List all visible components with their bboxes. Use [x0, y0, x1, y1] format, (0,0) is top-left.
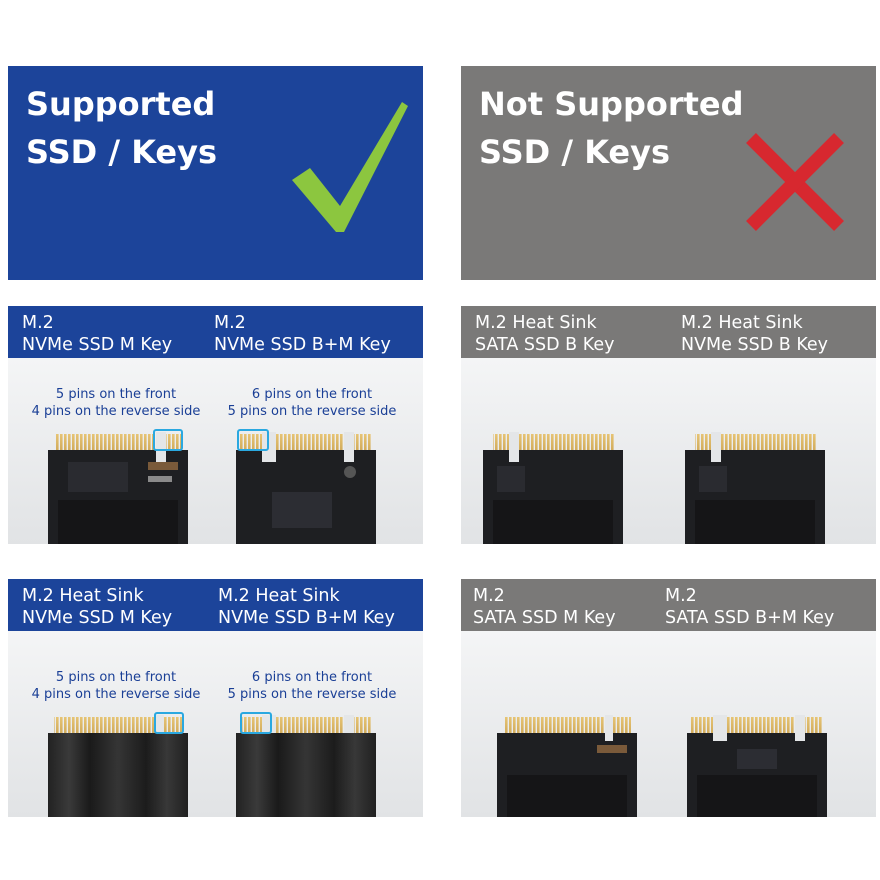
- bottom-left-panel: 5 pins on the front 4 pins on the revers…: [8, 631, 423, 817]
- header-col-nvme-m: M.2 NVMe SSD M Key: [22, 312, 172, 356]
- ssd-board-m-key: [48, 432, 188, 544]
- pin-note-line: 6 pins on the front: [251, 670, 373, 685]
- ssd-board-sata-bm-key: [687, 715, 827, 817]
- header-line: M.2 Heat Sink: [22, 586, 144, 606]
- header-line: SATA SSD B+M Key: [665, 608, 835, 628]
- header-line: NVMe SSD M Key: [22, 335, 173, 355]
- pin-highlight: [153, 429, 183, 451]
- check-icon: [292, 102, 408, 232]
- pin-note-line: 5 pins on the reverse side: [227, 687, 397, 702]
- pin-note-m-key: 5 pins on the front 4 pins on the revers…: [18, 386, 214, 420]
- pin-note-line: 6 pins on the front: [251, 387, 373, 402]
- pin-highlight: [154, 712, 184, 734]
- header-line: NVMe SSD B+M Key: [214, 335, 391, 355]
- pin-note-line: 5 pins on the front: [55, 670, 177, 685]
- bottom-left-header: M.2 Heat Sink NVMe SSD M Key M.2 Heat Si…: [8, 579, 423, 631]
- supported-title-line1: Supported: [26, 85, 216, 123]
- bottom-right-panel: [461, 631, 876, 817]
- header-col-nvme-bm: M.2 NVMe SSD B+M Key: [214, 312, 391, 356]
- pin-highlight: [237, 429, 269, 451]
- not-supported-title: Not Supported SSD / Keys: [479, 80, 744, 176]
- header-col-sata-b: M.2 Heat Sink SATA SSD B Key: [475, 312, 614, 356]
- top-right-panel: [461, 358, 876, 544]
- not-supported-title-line2: SSD / Keys: [479, 133, 671, 171]
- not-supported-title-line1: Not Supported: [479, 85, 744, 123]
- header-col-sata-bm: M.2 SATA SSD B+M Key: [665, 585, 834, 629]
- bottom-right-header: M.2 SATA SSD M Key M.2 SATA SSD B+M Key: [461, 579, 876, 631]
- ssd-board-sata-m-key: [497, 715, 637, 817]
- header-line: M.2 Heat Sink: [475, 313, 597, 333]
- top-right-header: M.2 Heat Sink SATA SSD B Key M.2 Heat Si…: [461, 306, 876, 358]
- supported-banner: Supported SSD / Keys: [8, 66, 423, 280]
- header-line: NVMe SSD B Key: [681, 335, 829, 355]
- header-col-heatsink-nvme-m: M.2 Heat Sink NVMe SSD M Key: [22, 585, 172, 629]
- pin-note-heatsink-bm-key: 6 pins on the front 5 pins on the revers…: [214, 669, 410, 703]
- ssd-heatsink-m-key: [48, 715, 188, 817]
- top-left-header: M.2 NVMe SSD M Key M.2 NVMe SSD B+M Key: [8, 306, 423, 358]
- header-line: M.2 Heat Sink: [681, 313, 803, 333]
- pin-note-line: 5 pins on the reverse side: [227, 404, 397, 419]
- supported-banner-bg: [8, 66, 423, 280]
- pin-note-heatsink-m-key: 5 pins on the front 4 pins on the revers…: [18, 669, 214, 703]
- header-col-sata-m: M.2 SATA SSD M Key: [473, 585, 616, 629]
- header-line: M.2: [22, 313, 54, 333]
- header-line: NVMe SSD M Key: [22, 608, 173, 628]
- ssd-heatsink-bm-key: [236, 715, 376, 817]
- ssd-board-bm-key: [236, 432, 376, 544]
- header-line: M.2 Heat Sink: [218, 586, 340, 606]
- not-supported-banner: Not Supported SSD / Keys: [461, 66, 876, 280]
- cross-icon: [746, 133, 844, 231]
- top-left-panel: 5 pins on the front 4 pins on the revers…: [8, 358, 423, 544]
- header-line: M.2: [665, 586, 697, 606]
- header-line: M.2: [473, 586, 505, 606]
- header-line: M.2: [214, 313, 246, 333]
- pin-highlight: [240, 712, 272, 734]
- supported-title: Supported SSD / Keys: [26, 80, 217, 176]
- pin-note-line: 4 pins on the reverse side: [31, 687, 201, 702]
- pin-note-line: 5 pins on the front: [55, 387, 177, 402]
- pin-note-line: 4 pins on the reverse side: [31, 404, 201, 419]
- header-col-nvme-b: M.2 Heat Sink NVMe SSD B Key: [681, 312, 828, 356]
- supported-title-line2: SSD / Keys: [26, 133, 218, 171]
- header-line: SATA SSD M Key: [473, 608, 616, 628]
- ssd-board-nvme-b-key: [685, 432, 825, 544]
- ssd-board-sata-b-key: [483, 432, 623, 544]
- header-line: SATA SSD B Key: [475, 335, 615, 355]
- header-col-heatsink-nvme-bm: M.2 Heat Sink NVMe SSD B+M Key: [218, 585, 395, 629]
- header-line: NVMe SSD B+M Key: [218, 608, 395, 628]
- pin-note-bm-key: 6 pins on the front 5 pins on the revers…: [214, 386, 410, 420]
